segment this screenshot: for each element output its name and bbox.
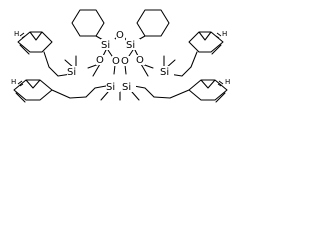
atom-si-core-right: Si [126,40,135,51]
atom-si-left-mid: Si [67,67,76,78]
norbornene-double-bond-upper-left [19,44,30,55]
atom-h-top-left: H [14,30,19,38]
atom-si-core-left: Si [101,40,110,51]
atom-labels: Si Si O O O O O Si Si Si Si H H H H [11,30,230,93]
cyclohexyl-ring-right [136,9,170,37]
atom-o-core-top: O [116,30,124,41]
atom-o-core-bottom-left: O [112,56,120,67]
chemical-structure: Si Si O O O O O Si Si Si Si H H H H [11,9,230,103]
atom-h-lower-left: H [11,78,16,86]
bottom-si-substituents-right [119,85,155,101]
norbornene-cage-upper-right [188,31,224,68]
atom-si-bottom-left: Si [106,82,115,93]
atom-o-core-right: O [136,55,144,66]
norbornene-cage-upper-left [17,31,53,68]
norbornene-double-bond-upper-right [211,44,222,55]
norbornene-cage-lower-right [153,79,228,101]
atom-h-lower-right: H [225,78,230,86]
atom-o-core-left: O [96,55,104,66]
atom-h-top-right: H [222,30,227,38]
hashed-wedges [17,32,224,87]
norbornene-double-bond-lower-right [215,92,226,103]
atom-o-core-bottom-right: O [121,56,129,67]
atom-si-bottom-right: Si [122,82,131,93]
cyclohexyl-ring-left [71,9,105,37]
atom-si-right-mid: Si [160,67,169,78]
norbornene-double-bond-lower-left [15,92,26,103]
norbornene-cage-lower-left [13,79,87,101]
